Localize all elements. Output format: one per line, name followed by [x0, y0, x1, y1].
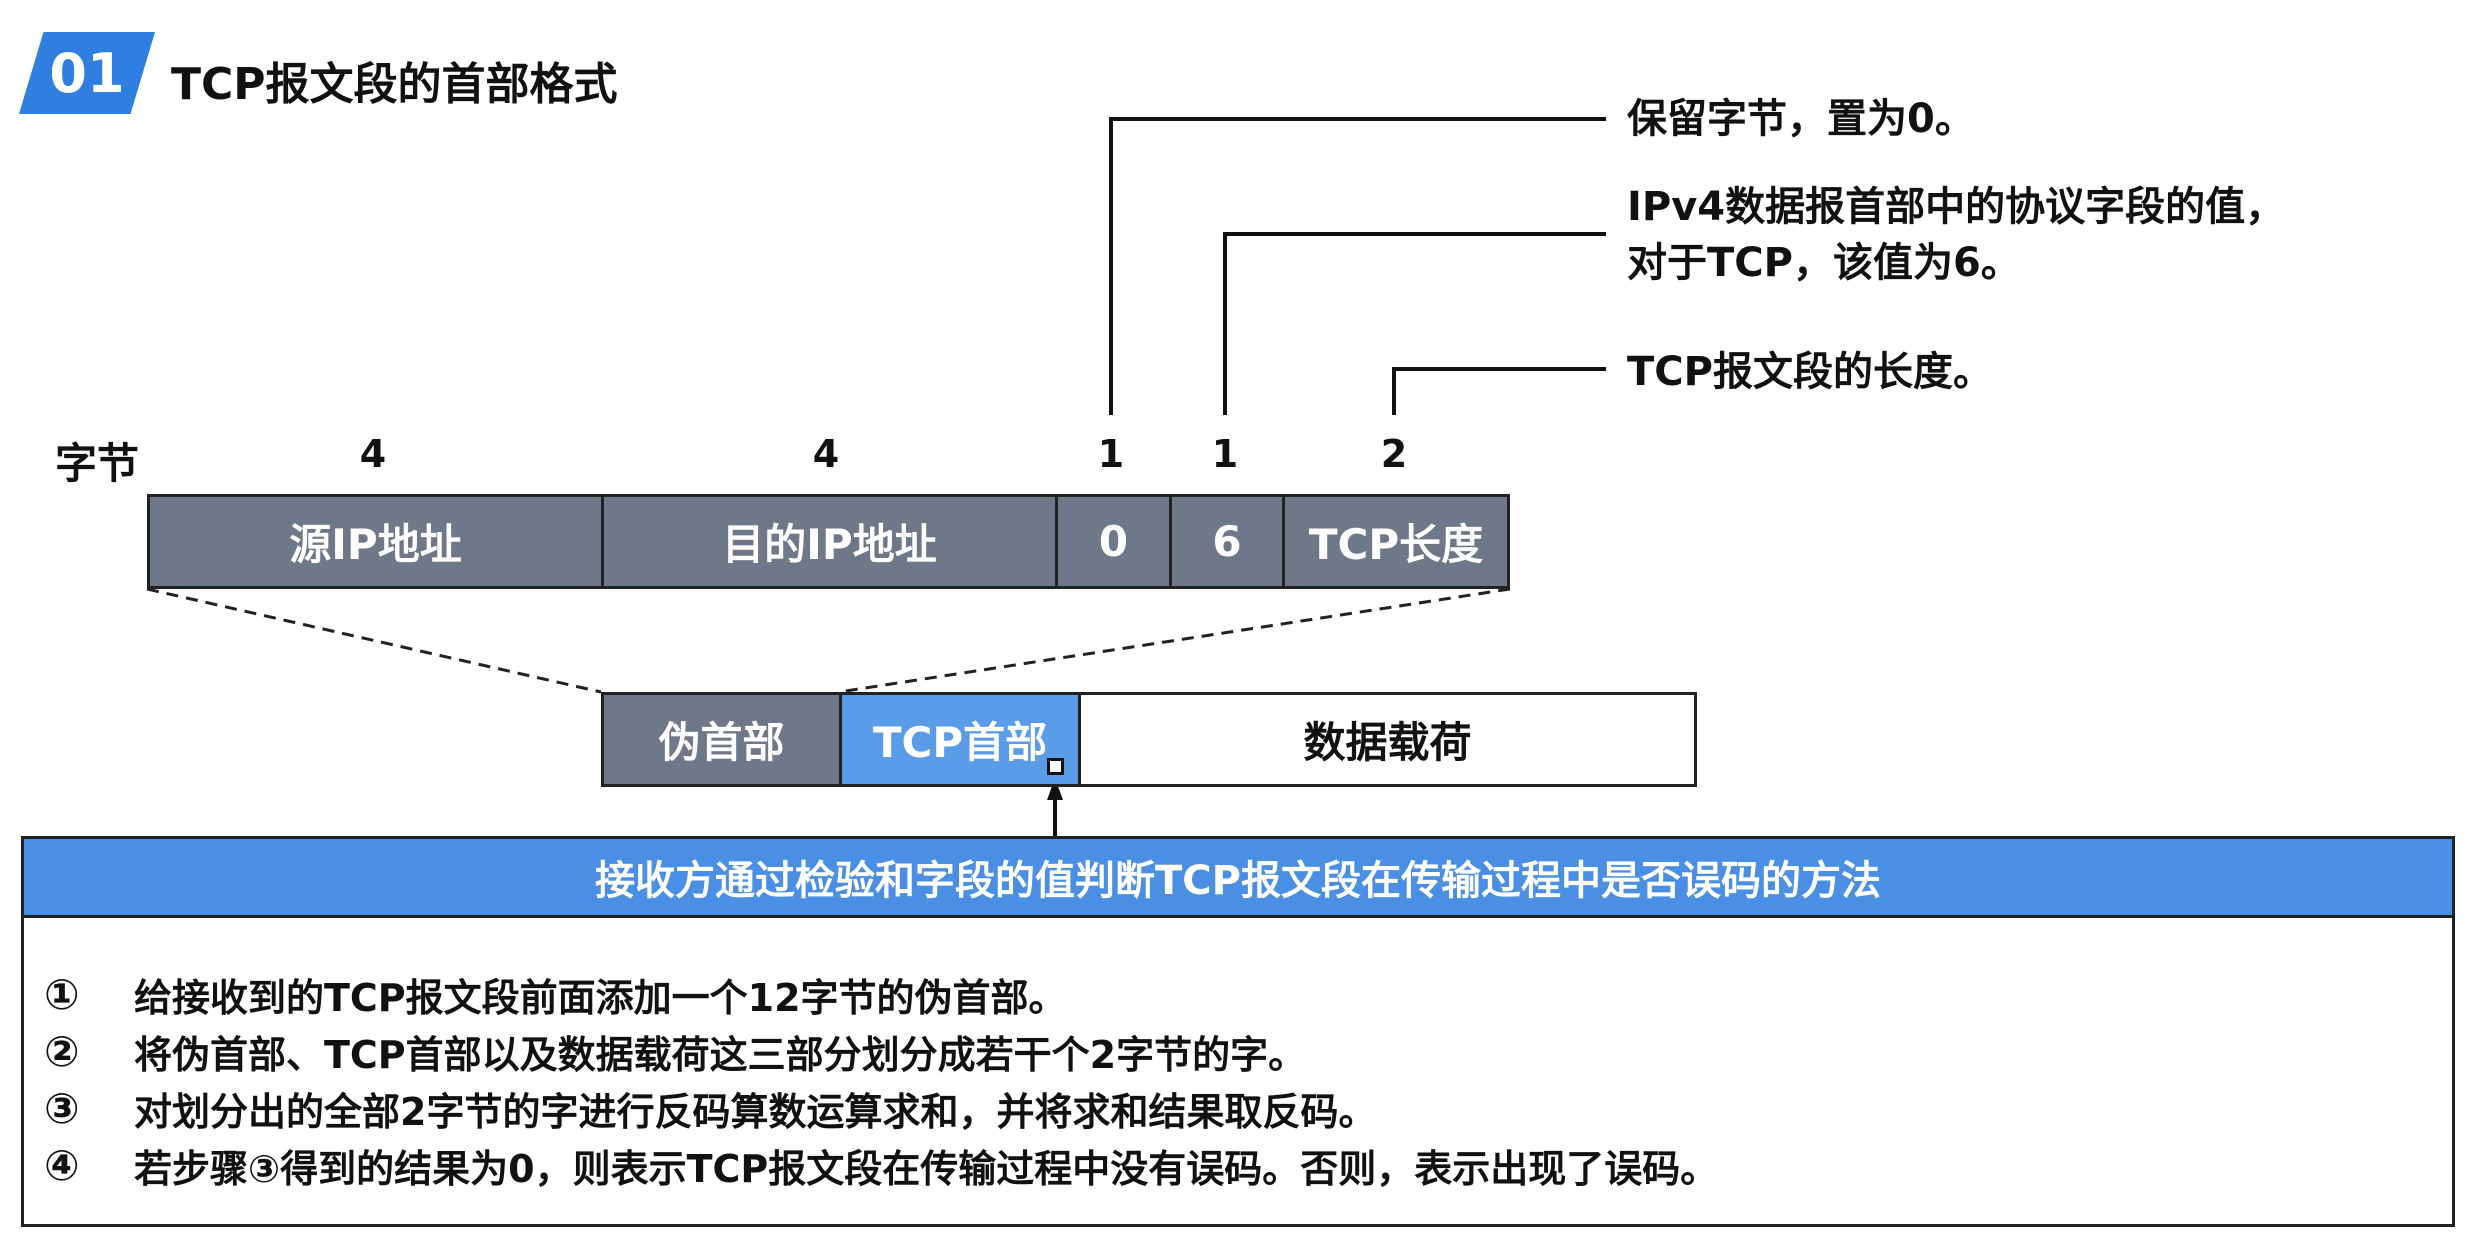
leader-line-reserved-vertical [1109, 117, 1113, 415]
bytes-label: 字节 [55, 439, 140, 488]
byte-count: 2 [1380, 432, 1408, 476]
annotation-reserved: 保留字节，置为0。 [1627, 96, 1975, 142]
leader-line-length [1392, 367, 1606, 371]
checksum-marker [1047, 758, 1064, 775]
leader-line-length-vertical [1392, 367, 1396, 415]
field-dest-ip: 目的IP地址 [601, 494, 1058, 589]
field-protocol: 6 [1169, 494, 1285, 589]
dashed-line-right [838, 587, 1511, 694]
badge-number: 01 [49, 41, 125, 105]
byte-count: 4 [359, 432, 387, 476]
panel-title: 接收方通过检验和字段的值判断TCP报文段在传输过程中是否误码的方法 [24, 839, 2452, 918]
annotation-protocol: IPv4数据报首部中的协议字段的值，对于TCP，该值为6。 [1627, 184, 2286, 286]
field-tcp-length: TCP长度 [1282, 494, 1510, 589]
byte-count: 1 [1097, 432, 1125, 476]
arrow-head-icon [1047, 778, 1063, 800]
field-source-ip: 源IP地址 [147, 494, 604, 589]
segment-tcp-header: TCP首部 [839, 692, 1081, 787]
byte-count: 4 [812, 432, 840, 476]
leader-line-protocol-vertical [1223, 232, 1227, 415]
segment-payload: 数据载荷 [1078, 692, 1697, 787]
leader-line-reserved [1109, 117, 1606, 121]
leader-line-protocol [1223, 232, 1606, 236]
dashed-line-left [146, 587, 602, 694]
page-title: TCP报文段的首部格式 [171, 59, 618, 110]
section-badge: 01 [19, 32, 155, 114]
annotation-length: TCP报文段的长度。 [1627, 349, 1993, 395]
byte-count: 1 [1211, 432, 1239, 476]
segment-pseudo-header: 伪首部 [601, 692, 842, 787]
field-reserved: 0 [1055, 494, 1172, 589]
